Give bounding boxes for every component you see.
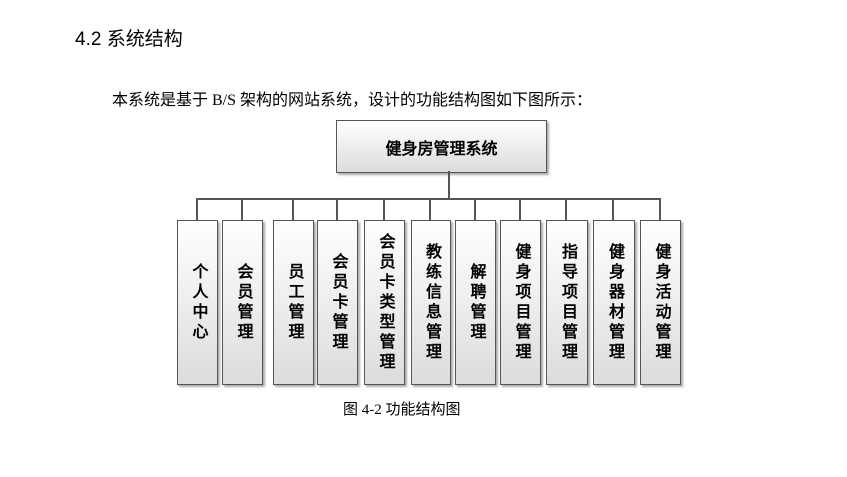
child-label: 个人中心: [189, 262, 207, 343]
child-connector: [196, 199, 198, 220]
root-node: 健身房管理系统: [336, 120, 547, 173]
horizontal-connector: [196, 198, 661, 200]
child-node: 健身项目管理: [500, 220, 541, 385]
child-label: 解聘管理: [467, 262, 485, 343]
child-node: 教练信息管理: [411, 220, 451, 385]
child-connector: [565, 199, 567, 220]
child-label: 健身项目管理: [512, 242, 530, 363]
figure-caption: 图 4-2 功能结构图: [343, 402, 461, 418]
child-label: 指导项目管理: [559, 242, 576, 363]
child-node: 解聘管理: [455, 220, 496, 385]
child-label: 健身器材管理: [606, 242, 623, 363]
root-label: 健身房管理系统: [385, 140, 498, 158]
child-node: 员工管理: [273, 220, 314, 385]
child-node: 健身器材管理: [593, 220, 635, 385]
child-label: 健身活动管理: [652, 242, 670, 363]
child-connector: [612, 199, 614, 220]
child-connector: [383, 199, 385, 220]
child-label: 员工管理: [285, 262, 303, 343]
root-connector: [448, 171, 450, 200]
child-node: 会员卡类型管理: [364, 220, 405, 385]
child-connector: [241, 199, 243, 220]
child-connector: [336, 199, 338, 220]
child-node: 健身活动管理: [640, 220, 681, 385]
child-label: 教练信息管理: [423, 242, 440, 363]
child-node: 指导项目管理: [546, 220, 588, 385]
child-node: 会员管理: [222, 220, 263, 385]
child-connector: [429, 199, 431, 220]
child-label: 会员卡管理: [329, 252, 347, 353]
child-label: 会员卡类型管理: [376, 232, 394, 373]
intro-paragraph: 本系统是基于 B/S 架构的网站系统，设计的功能结构图如下图所示：: [112, 92, 593, 109]
child-connector: [474, 199, 476, 220]
child-node: 个人中心: [177, 220, 218, 385]
child-node: 会员卡管理: [317, 220, 358, 385]
section-heading: 4.2 系统结构: [75, 29, 183, 50]
child-connector: [292, 199, 294, 220]
child-label: 会员管理: [234, 262, 252, 343]
child-connector: [519, 199, 521, 220]
child-connector: [659, 199, 661, 220]
